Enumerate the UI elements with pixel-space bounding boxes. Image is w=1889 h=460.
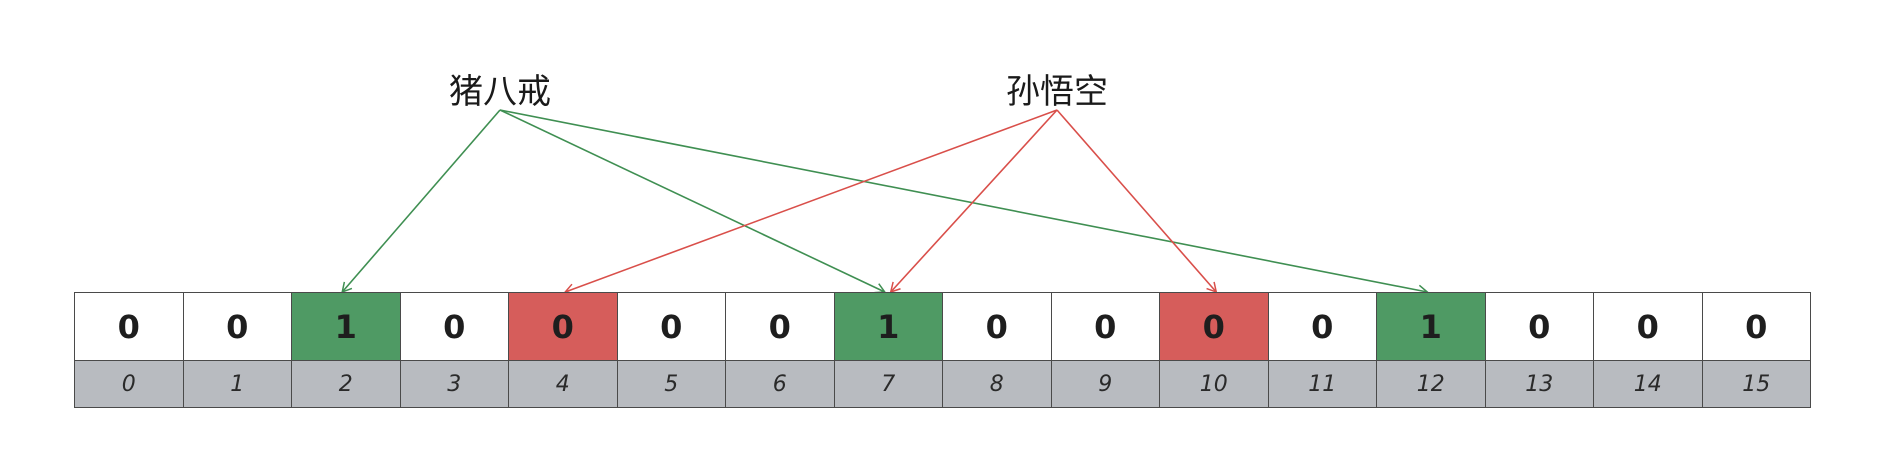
bit-cell-13: 0 [1485,292,1594,361]
bit-cell-14: 0 [1594,292,1703,361]
word-label-zhubajie: 猪八戒 [449,72,551,112]
index-cell-15: 15 [1702,361,1811,408]
bit-cell-0: 0 [75,292,184,361]
arrow-word0-to-bit-7 [499,109,887,294]
index-cell-7: 7 [834,361,943,408]
bit-cell-12: 1 [1377,292,1486,361]
index-cell-14: 14 [1594,361,1703,408]
word-label-sunwukong: 孙悟空 [1006,72,1108,112]
bit-cell-3: 0 [400,292,509,361]
index-cell-9: 9 [1051,361,1160,408]
bit-cell-2: 1 [292,292,401,361]
bit-cell-15: 0 [1702,292,1811,361]
index-cell-10: 10 [1160,361,1269,408]
arrow-word0-to-bit-2 [341,109,501,294]
bit-cell-8: 0 [943,292,1052,361]
arrow-word1-to-bit-7 [889,109,1058,294]
bit-cell-9: 0 [1051,292,1160,361]
index-cell-1: 1 [183,361,292,408]
arrow-word1-to-bit-10 [1056,109,1218,294]
arrow-word0-to-bit-12 [499,109,1429,296]
bit-cell-10: 0 [1160,292,1269,361]
index-cell-4: 4 [509,361,618,408]
bit-cell-11: 0 [1268,292,1377,361]
index-cell-5: 5 [617,361,726,408]
arrow-word1-to-bit-4 [563,109,1058,295]
index-cell-12: 12 [1377,361,1486,408]
bit-cell-4: 0 [509,292,618,361]
bit-cell-1: 0 [183,292,292,361]
index-cell-11: 11 [1268,361,1377,408]
bit-cell-6: 0 [726,292,835,361]
bit-cell-7: 1 [834,292,943,361]
index-cell-13: 13 [1485,361,1594,408]
index-cell-0: 0 [75,361,184,408]
index-cell-6: 6 [726,361,835,408]
bit-cell-5: 0 [617,292,726,361]
index-cell-3: 3 [400,361,509,408]
index-cell-8: 8 [943,361,1052,408]
index-cell-2: 2 [292,361,401,408]
